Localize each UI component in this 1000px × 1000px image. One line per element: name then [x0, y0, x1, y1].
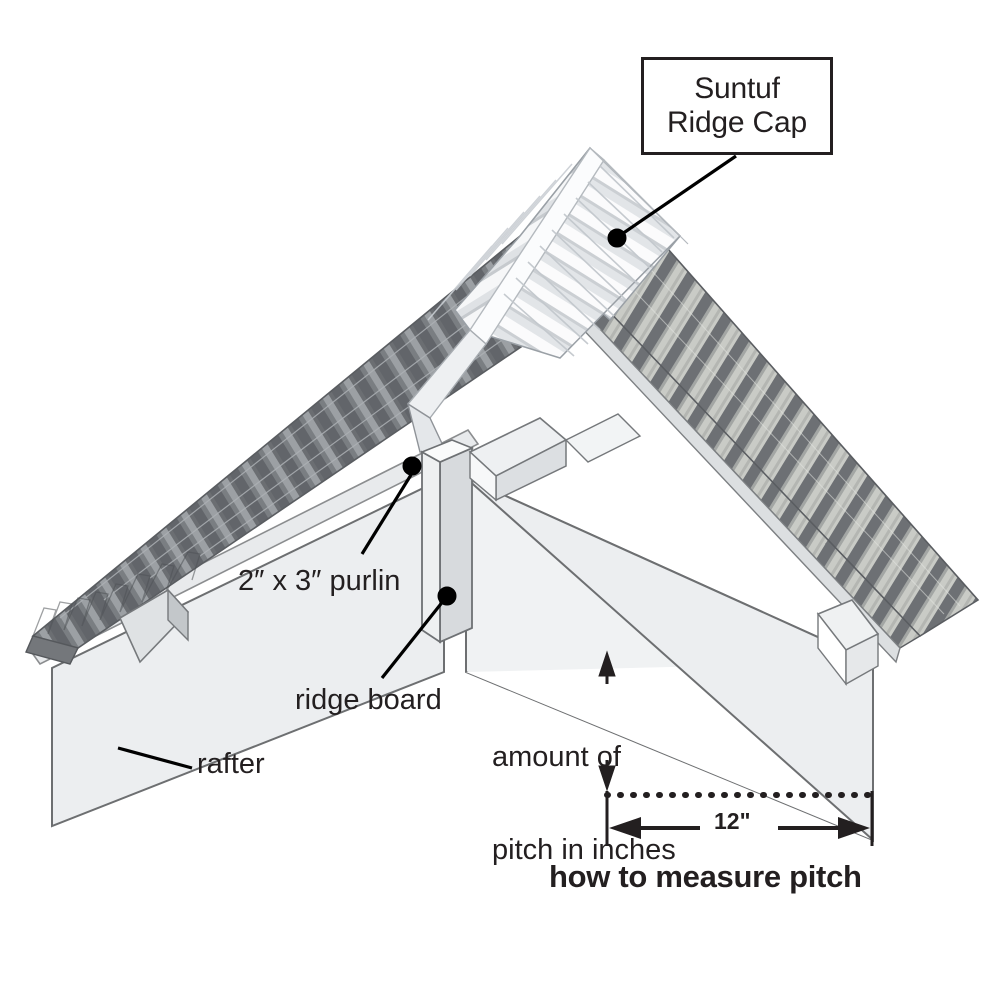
callout-line-1: Suntuf	[694, 72, 780, 105]
label-purlin: 2″ x 3″ purlin	[238, 565, 401, 597]
callout-line-2: Ridge Cap	[667, 106, 807, 139]
rise-dimension	[598, 650, 616, 792]
rafter-left	[51, 476, 445, 828]
label-pitch-line-1: amount of	[492, 741, 621, 774]
label-pitch-line-2: pitch in inches	[492, 833, 676, 866]
label-ridge-board: ridge board	[295, 684, 442, 716]
run-arrow-left	[609, 817, 641, 839]
rise-arrow-up	[598, 650, 616, 677]
leader-lines	[117, 154, 737, 770]
label-run-dimension: 12"	[714, 808, 751, 834]
callout-dot-ridge-board	[437, 586, 457, 606]
caption-how-to-measure-pitch: how to measure pitch	[549, 859, 862, 894]
rise-arrow-down	[598, 765, 616, 792]
callout-box-suntuf-ridge-cap: Suntuf Ridge Cap	[641, 57, 833, 155]
2x3-purlin	[468, 413, 642, 502]
rafter-right	[465, 476, 874, 843]
corrugated-roof-panel-right	[577, 238, 980, 664]
run-dimension	[604, 791, 875, 846]
suntuf-ridge-cap	[406, 146, 689, 419]
callout-dot-purlin	[402, 456, 422, 476]
label-rafter: rafter	[197, 748, 265, 780]
label-amount-of-pitch: amount of pitch in inches	[492, 681, 676, 927]
purlin-block-left	[118, 588, 190, 664]
callout-dot-ridge-cap	[607, 228, 627, 248]
purlin-block-right	[816, 599, 880, 687]
ridge-board	[420, 439, 475, 644]
run-arrow-right	[838, 817, 870, 839]
